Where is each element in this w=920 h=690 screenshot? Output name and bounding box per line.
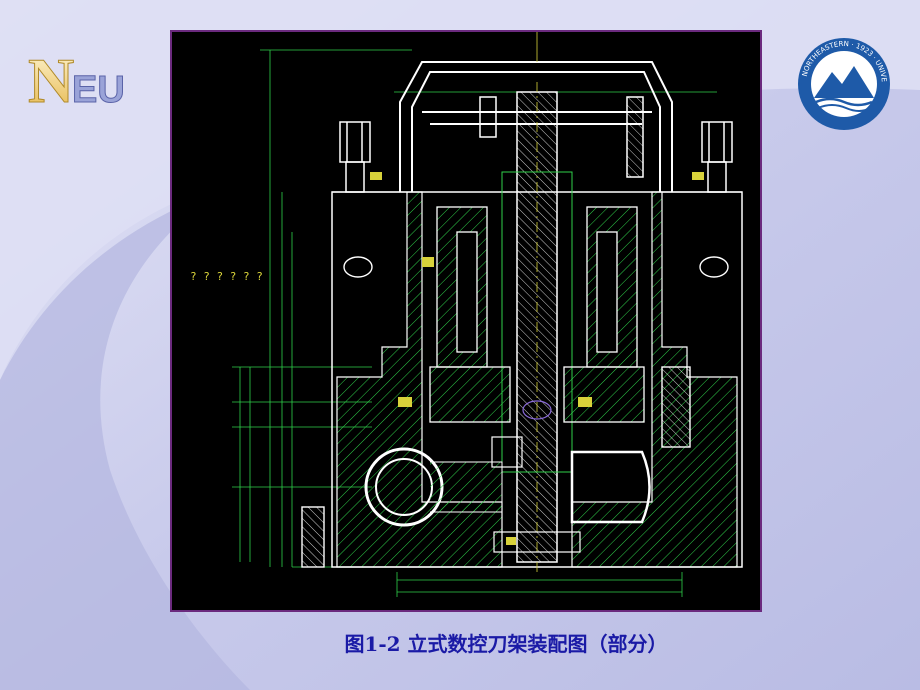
cad-drawing-canvas: ? ? ? ? ? ? [190,32,743,597]
university-seal: NORTHEASTERN · 1923 · UNIVERSITY [796,36,890,130]
dimension-marks: ? ? ? ? ? ? [190,270,263,283]
side-nuts [301,256,729,568]
svg-text:N: N [28,45,74,112]
inner-sleeves [429,206,645,423]
neu-logo: N EU [28,45,126,113]
central-shaft [493,82,581,572]
worm-gear [364,400,651,527]
assembly-drawing: ? ? ? ? ? ? [170,30,762,612]
svg-text:EU: EU [72,69,125,111]
clamping-bolts [339,96,733,193]
part-markers [370,172,704,545]
figure-caption: 图1-2 立式数控刀架装配图（部分） [344,632,668,656]
dimension-lines [232,49,742,597]
